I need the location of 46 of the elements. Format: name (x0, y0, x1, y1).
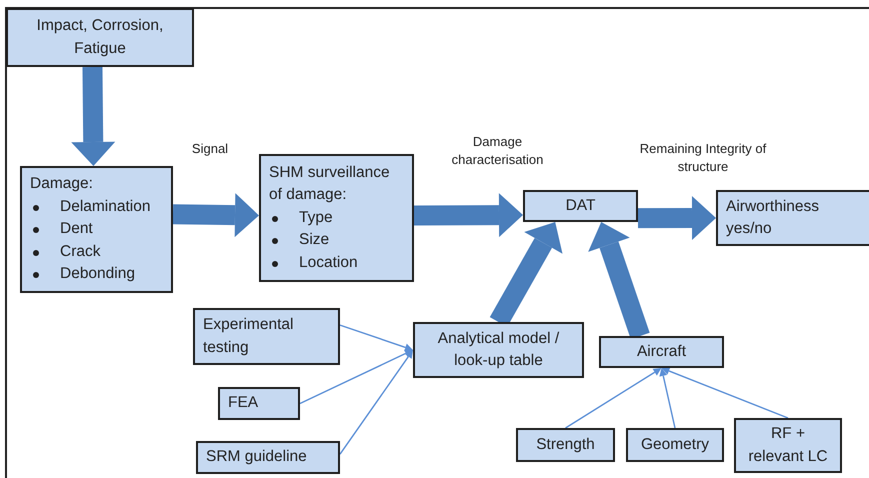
arrow (339, 350, 413, 455)
process-box (516, 428, 615, 462)
edge-label: Remaining Integrity of structure (638, 140, 768, 176)
bullet-item: Delamination (60, 198, 150, 215)
arrow (300, 350, 413, 404)
box-text: Impact, Corrosion, Fatigue (36, 16, 164, 58)
box-text: DAT (564, 196, 596, 216)
edge-label: Damage characterisation (450, 133, 544, 168)
block-arrow (638, 196, 716, 240)
box-text: Experimental testing (203, 315, 294, 358)
box-text: SHM surveillance of damage: (269, 162, 391, 206)
box-text: Geometry (640, 434, 710, 455)
bullet-item: Size (299, 231, 330, 248)
box-text: Damage: (30, 174, 94, 194)
process-box (218, 387, 300, 420)
box-text: RF + relevant LC (747, 424, 829, 466)
process-box (716, 190, 869, 246)
process-box (6, 8, 194, 67)
process-box (193, 308, 340, 365)
box-text: Airworthiness yes/no (726, 196, 820, 239)
box-text: Strength (535, 434, 596, 455)
block-arrow (71, 66, 116, 166)
box-text: FEA (228, 393, 260, 414)
edge-label: Signal (190, 140, 230, 158)
box-text: SRM guideline (206, 447, 308, 468)
block-arrow (172, 193, 259, 238)
process-box (259, 154, 414, 282)
process-box (20, 166, 173, 293)
bullet-item: Dent (60, 220, 93, 238)
arrow (659, 368, 676, 428)
block-arrow (414, 193, 523, 238)
bullet-item: Type (299, 208, 333, 226)
bullet-item: Debonding (60, 265, 135, 282)
process-box (196, 441, 340, 474)
bullet-item: Crack (60, 242, 100, 260)
process-box (413, 322, 584, 378)
box-text: Aircraft (636, 342, 688, 362)
process-box (599, 336, 724, 368)
process-box (523, 190, 638, 222)
arrow (565, 368, 662, 429)
box-text: Analytical model / look-up table (436, 328, 560, 371)
process-box (626, 428, 724, 462)
arrow (662, 367, 788, 419)
bullet-item: Location (299, 254, 358, 271)
arrow (340, 324, 413, 352)
process-box (734, 418, 842, 473)
